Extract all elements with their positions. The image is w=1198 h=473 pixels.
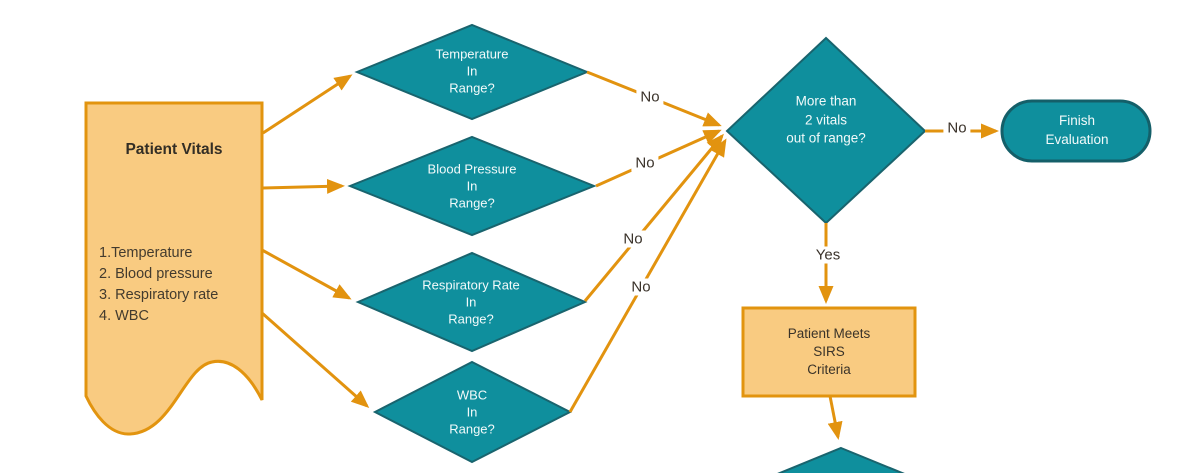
arrow-blood-pressure-no-to-central	[595, 129, 722, 188]
arrow-respiratory-no-to-central	[583, 133, 724, 302]
node-next-decision-partial	[777, 446, 905, 473]
node-blood-pressure-decision	[347, 135, 597, 237]
node-patient-vitals-document	[84, 101, 264, 436]
node-temperature-decision	[354, 23, 590, 121]
arrow-vitals-to-respiratory-rate	[261, 248, 352, 300]
arrow-vitals-to-wbc	[261, 311, 370, 408]
node-respiratory-rate-decision	[355, 251, 588, 353]
arrow-wbc-no-to-central	[568, 138, 727, 413]
arrow-vitals-to-temperature	[262, 74, 353, 135]
node-wbc-decision	[372, 360, 573, 464]
node-finish-evaluation	[1000, 99, 1152, 163]
arrow-temperature-no-to-central	[586, 70, 722, 127]
node-central-decision	[725, 36, 927, 225]
arrow-vitals-to-blood-pressure	[262, 178, 345, 194]
node-sirs-criteria	[741, 306, 917, 398]
arrow-sirs-to-next	[827, 395, 843, 440]
